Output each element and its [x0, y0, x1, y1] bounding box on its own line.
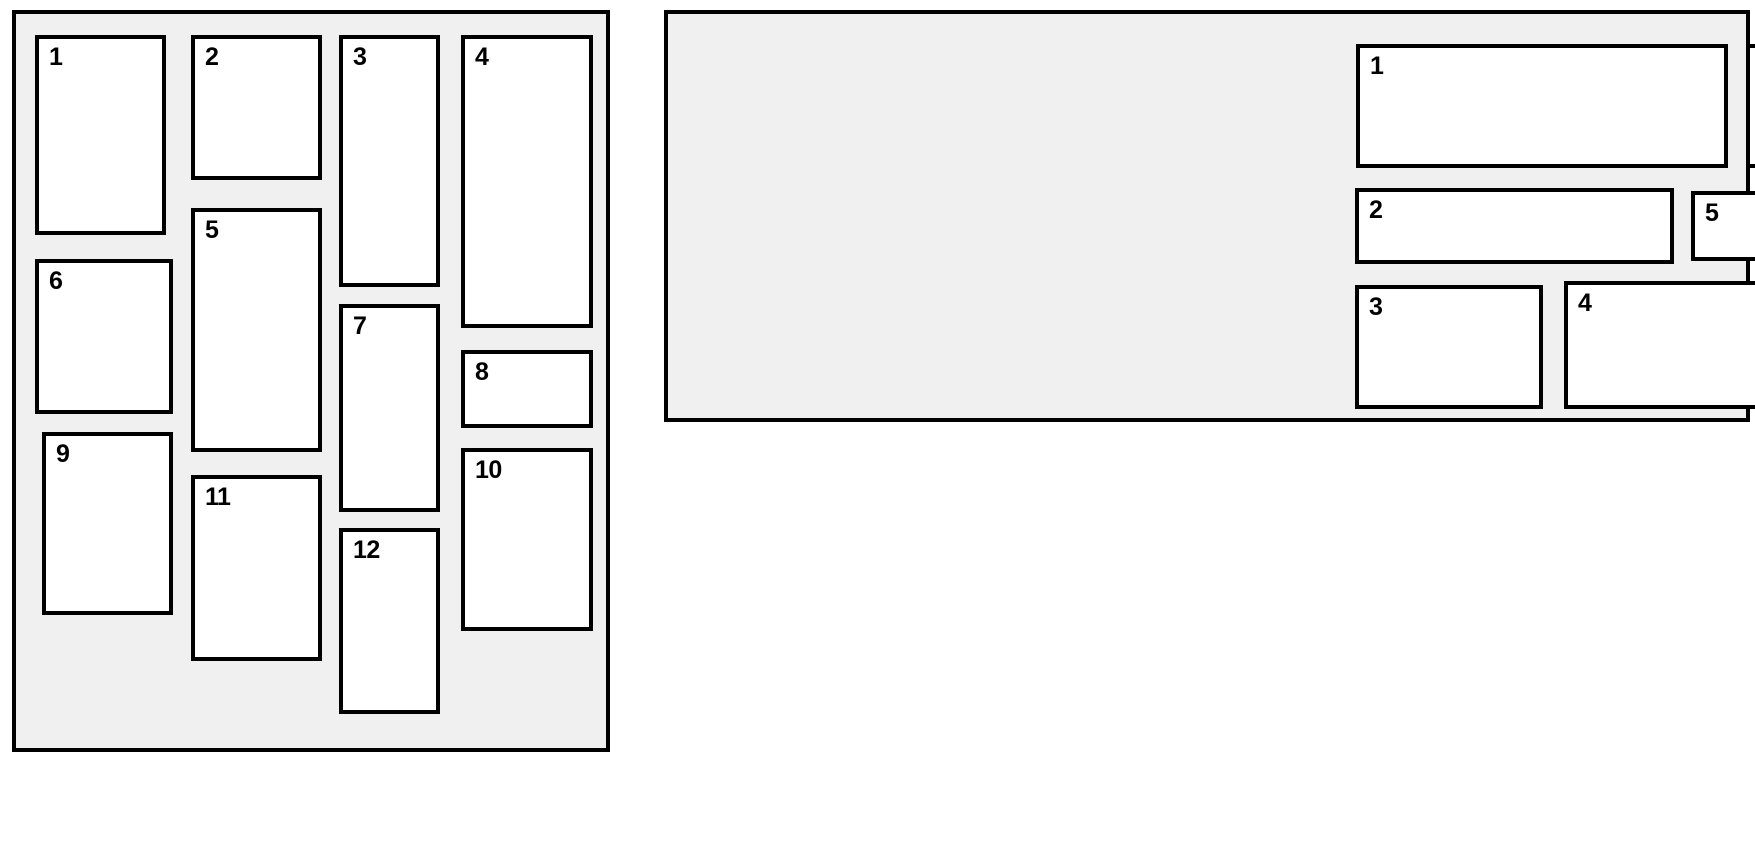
- box-label: 2: [1369, 196, 1383, 224]
- box-1[interactable]: 1: [35, 35, 166, 235]
- box-4[interactable]: 4: [1564, 281, 1755, 409]
- box-label: 5: [205, 216, 219, 244]
- box-12[interactable]: 12: [339, 528, 440, 714]
- box-7[interactable]: 7: [339, 304, 440, 512]
- box-label: 4: [475, 43, 489, 71]
- box-label: 9: [56, 440, 70, 468]
- box-label: 11: [205, 483, 231, 511]
- box-label: 1: [49, 43, 63, 71]
- box-label: 7: [353, 312, 367, 340]
- box-5[interactable]: 5: [191, 208, 322, 452]
- box-label: 1: [1370, 52, 1384, 80]
- box-label: 4: [1578, 289, 1592, 317]
- box-11[interactable]: 11: [191, 475, 322, 661]
- box-label: 2: [205, 43, 219, 71]
- box-label: 8: [475, 358, 489, 386]
- box-3[interactable]: 3: [1355, 285, 1543, 409]
- box-5[interactable]: 5: [1691, 191, 1755, 261]
- box-4[interactable]: 4: [461, 35, 593, 328]
- box-label: 10: [475, 456, 502, 484]
- box-label: 3: [353, 43, 367, 71]
- right-panel: 167259348: [664, 10, 1755, 422]
- box-1[interactable]: 1: [1356, 44, 1728, 168]
- box-9[interactable]: 9: [42, 432, 173, 615]
- box-label: 5: [1705, 199, 1719, 227]
- box-6[interactable]: 6: [35, 259, 173, 414]
- box-2[interactable]: 2: [1355, 188, 1674, 264]
- box-label: 3: [1369, 293, 1383, 321]
- box-10[interactable]: 10: [461, 448, 593, 631]
- box-6[interactable]: 6: [1746, 44, 1755, 168]
- box-label: 12: [353, 536, 380, 564]
- box-label: 6: [49, 267, 63, 295]
- box-8[interactable]: 8: [461, 350, 593, 428]
- box-2[interactable]: 2: [191, 35, 322, 180]
- box-3[interactable]: 3: [339, 35, 440, 287]
